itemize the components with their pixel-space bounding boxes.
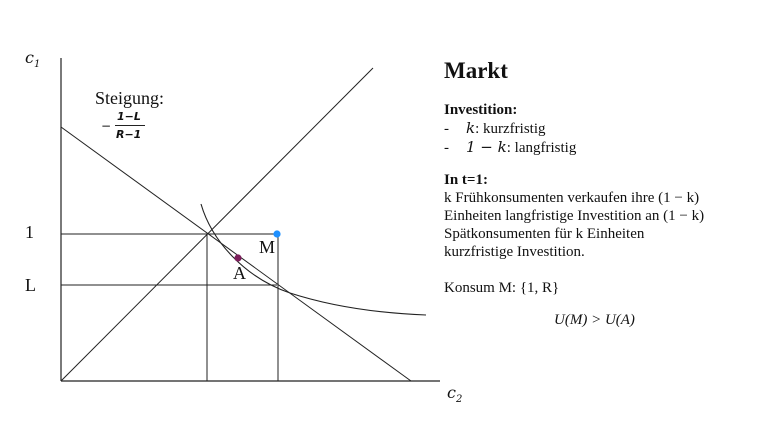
panel-title: Markt: [444, 58, 508, 83]
t1-line: kurzfristige Investition.: [444, 244, 585, 260]
investition-heading: Investition:: [444, 102, 518, 118]
konsum-line: Konsum M: {1, R}: [444, 280, 560, 296]
point-A-label: A: [233, 263, 246, 283]
y-axis-label: c1: [25, 48, 41, 71]
investition-item: -1 − k: langfristig: [444, 138, 577, 156]
slope-label: Steigung:: [95, 88, 165, 108]
point-A: [234, 254, 242, 262]
slope-numerator: 1−L: [117, 110, 141, 123]
x-axis-label: c2: [447, 383, 463, 406]
investition-item: -k: kurzfristig: [444, 119, 546, 137]
indifference-curve: [200, 203, 427, 316]
slope-fraction-bar: [115, 125, 145, 126]
tick-label-L: L: [25, 275, 36, 295]
budget-line: [60, 126, 412, 382]
market-panel: Markt Investition: -k: kurzfristig -1 − …: [444, 58, 766, 329]
t1-line: Einheiten langfristige Investition an (1…: [444, 208, 705, 224]
slope-denominator: R−1: [116, 128, 142, 141]
t1-heading: In t=1:: [444, 172, 488, 188]
diagram-canvas: [60, 58, 440, 382]
point-M: [273, 230, 281, 238]
utility-comparison: U(M) > U(A): [554, 312, 635, 328]
t1-line: k Frühkonsumenten verkaufen ihre (1 − k): [444, 190, 700, 206]
forty-five-degree-line: [60, 67, 374, 382]
t1-line: Spätkonsumenten für k Einheiten: [444, 226, 645, 242]
tick-label-1: 1: [25, 222, 34, 242]
point-M-label: M: [259, 237, 276, 257]
